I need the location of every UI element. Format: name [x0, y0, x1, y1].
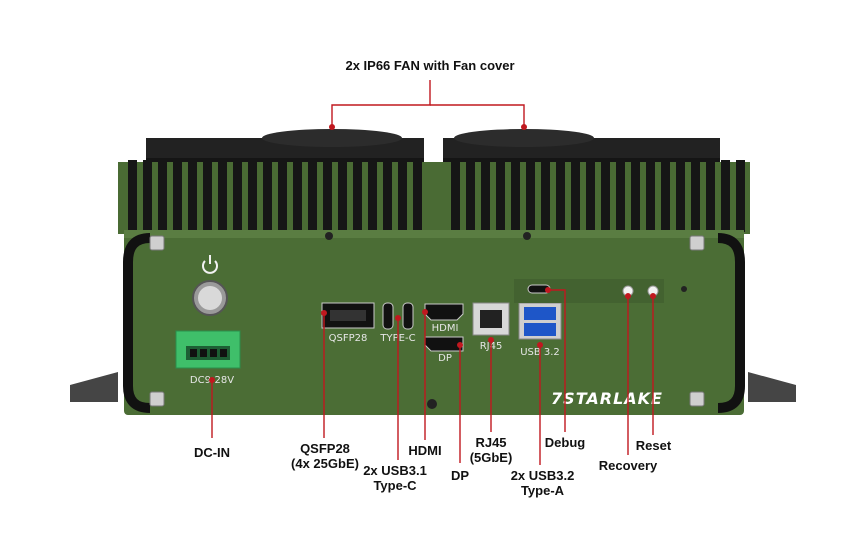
callout-rj45: RJ45 (5GbE) — [461, 435, 521, 465]
heatsink-fin — [586, 160, 595, 232]
heatsink-fin — [556, 160, 565, 232]
callout-rj45-line1: RJ45 — [475, 435, 507, 450]
callout-recovery: Recovery — [598, 458, 658, 473]
callout-reset: Reset — [635, 438, 672, 453]
heatsink-fin — [481, 160, 490, 232]
heatsink-fin — [263, 160, 272, 232]
callout-usb-type-c-line2: Type-C — [373, 478, 417, 493]
dc-terminal-block — [175, 330, 241, 369]
callout-usb-type-c-line1: 2x USB3.1 — [363, 463, 427, 478]
heatsink-fin — [173, 160, 182, 232]
callout-rj45-line2: (5GbE) — [469, 450, 513, 465]
heatsink-fin — [571, 160, 580, 232]
hdmi-port — [424, 303, 464, 321]
heatsink-fin — [143, 160, 152, 232]
heatsink-fin — [541, 160, 550, 232]
heatsink-fin — [128, 160, 137, 232]
chassis-top — [118, 162, 750, 234]
heatsink-fin — [293, 160, 302, 232]
leader-lines — [211, 80, 654, 465]
heatsink-fin — [278, 160, 287, 232]
heatsink-fin — [188, 160, 197, 232]
heatsink-fin — [308, 160, 317, 232]
power-icon — [202, 255, 218, 274]
usb-type-c-ports — [382, 302, 414, 330]
heatsink-fin — [706, 160, 715, 232]
heatsink-fin — [736, 160, 745, 232]
callout-qsfp28-line1: QSFP28 — [300, 441, 350, 456]
heatsink-fin — [383, 160, 392, 232]
heatsink-fin — [496, 160, 505, 232]
heatsink-fin — [601, 160, 610, 232]
heatsink-fin — [661, 160, 670, 232]
heatsink-fin — [413, 160, 422, 232]
qsfp-silk-label: QSFP28 — [329, 333, 368, 344]
heatsink-fin — [526, 160, 535, 232]
heatsink-fin — [631, 160, 640, 232]
heatsink-fin — [203, 160, 212, 232]
heatsink-fin — [218, 160, 227, 232]
callout-qsfp28-line2: (4x 25GbE) — [291, 456, 359, 471]
heatsink-fin — [466, 160, 475, 232]
callout-dp: DP — [450, 468, 470, 483]
heatsink-fin — [233, 160, 242, 232]
heatsink-fin — [511, 160, 520, 232]
left-handle — [123, 233, 151, 413]
hdmi-silk-label: HDMI — [432, 323, 459, 334]
heatsink-fin — [451, 160, 460, 232]
callout-qsfp28: QSFP28 (4x 25GbE) — [280, 441, 370, 471]
left-mounting-flange — [70, 372, 118, 402]
heatsink-fin — [691, 160, 700, 232]
heatsink-fins — [128, 160, 745, 232]
callout-usb-type-a-line2: Type-A — [520, 483, 565, 498]
callout-usb-type-a-line1: 2x USB3.2 — [510, 468, 575, 483]
usb-type-a-ports — [518, 302, 562, 340]
callout-usb-type-c: 2x USB3.1 Type-C — [355, 463, 435, 493]
callout-usb-type-a: 2x USB3.2 Type-A — [500, 468, 585, 498]
right-mounting-flange — [748, 372, 796, 402]
qsfp28-port — [321, 302, 375, 329]
heatsink-fin — [323, 160, 332, 232]
heatsink-fin — [338, 160, 347, 232]
brand-logo: 7STARLAKE — [551, 389, 663, 408]
front-panel — [124, 230, 744, 415]
heatsink-fin — [158, 160, 167, 232]
heatsink-fin — [248, 160, 257, 232]
heatsink-fin — [676, 160, 685, 232]
heatsink-fin — [353, 160, 362, 232]
callout-debug: Debug — [544, 435, 586, 450]
heatsink-fin — [721, 160, 730, 232]
right-handle — [717, 233, 745, 413]
power-button[interactable] — [192, 280, 228, 316]
heatsink-fin — [368, 160, 377, 232]
rj45-port — [472, 302, 510, 336]
callout-hdmi: HDMI — [408, 443, 442, 458]
callout-dc-in: DC-IN — [193, 445, 231, 460]
dp-silk-label: DP — [438, 353, 452, 364]
heatsink-fin — [616, 160, 625, 232]
corner-screws — [149, 235, 705, 407]
leader-dots — [209, 124, 656, 383]
panel-screws — [325, 232, 687, 409]
callout-fan: 2x IP66 FAN with Fan cover — [345, 58, 515, 73]
heatsink-fin — [398, 160, 407, 232]
heatsink-fin — [646, 160, 655, 232]
